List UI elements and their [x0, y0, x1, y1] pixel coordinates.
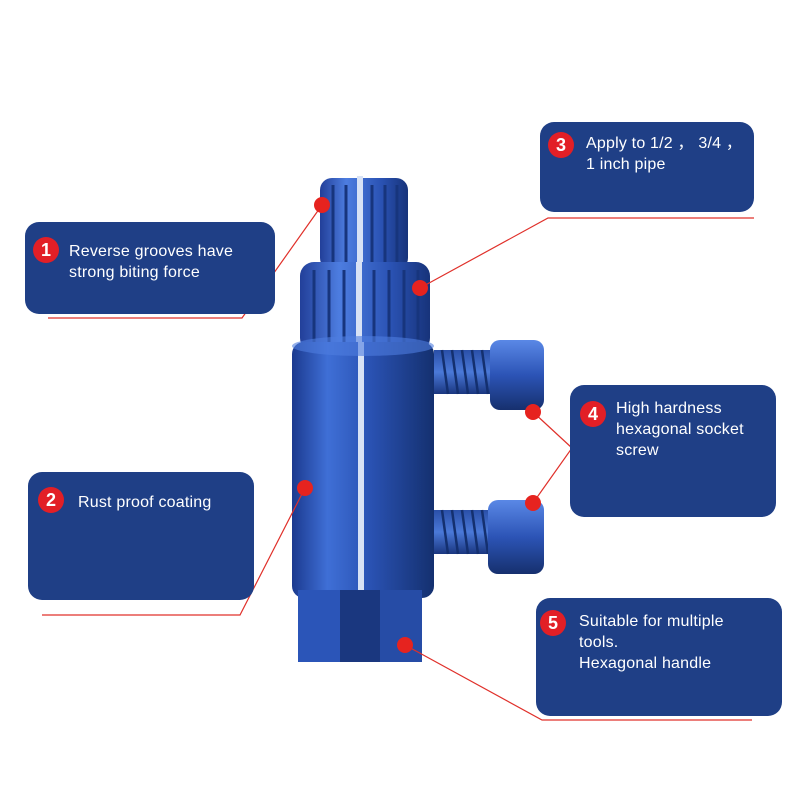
- callout-4-text: High hardness hexagonal socket screw: [616, 400, 744, 459]
- callout-2-text: Rust proof coating: [78, 494, 212, 511]
- callout-4-box: 4 High hardness hexagonal socket screw: [570, 385, 776, 517]
- top-spline-head: [320, 176, 408, 272]
- callout-3-box: 3 Apply to 1/2 ， 3/4 ， 1 inch pipe: [540, 122, 754, 212]
- main-body: [292, 336, 434, 598]
- callout-2-badge: 2: [38, 487, 64, 513]
- callout-1-text: Reverse grooves have strong biting force: [69, 243, 234, 281]
- callout-5-box: 5 Suitable for multiple tools. Hexagonal…: [536, 598, 782, 716]
- callout-1-box: 1 Reverse grooves have strong biting for…: [25, 222, 275, 314]
- middle-spline-collar: [300, 262, 430, 354]
- callout-2-box: 2 Rust proof coating: [28, 472, 254, 600]
- callout-4-badge: 4: [580, 401, 606, 427]
- callout-3-text: Apply to 1/2 ， 3/4 ， 1 inch pipe: [586, 135, 743, 173]
- callout-dots: [297, 197, 541, 653]
- callout-3-badge: 3: [548, 132, 574, 158]
- callout-1-badge: 1: [33, 237, 59, 263]
- callout-5-badge: 5: [540, 610, 566, 636]
- upper-socket-screw: [434, 340, 544, 410]
- lower-socket-screw: [434, 500, 544, 574]
- leader-lines: [42, 204, 754, 721]
- callout-5-text: Suitable for multiple tools. Hexagonal h…: [579, 613, 724, 672]
